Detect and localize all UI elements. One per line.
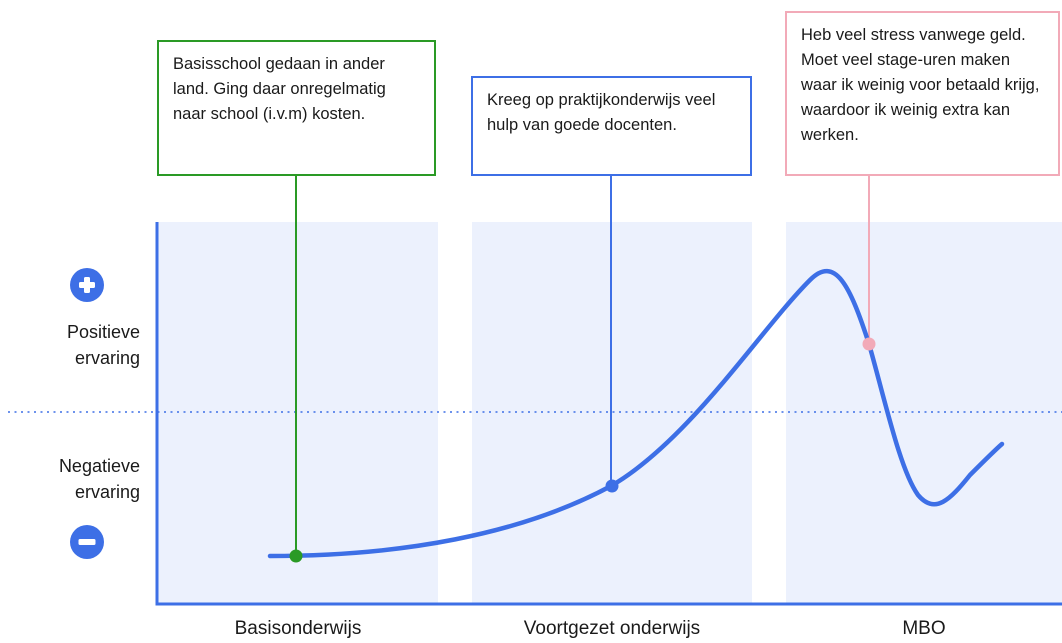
negative-experience-text: Negatieve ervaring	[58, 456, 140, 502]
callout-praktijkonderwijs: Kreeg op praktijkonderwijs veel hulp van…	[471, 76, 752, 176]
positive-experience-text: Positieve ervaring	[66, 322, 140, 368]
positive-experience-label: Positieve ervaring	[67, 319, 140, 371]
callout-stress-geld-text: Heb veel stress vanwege geld. Moet veel …	[801, 26, 1040, 144]
plus-circle-icon	[70, 268, 104, 302]
pink-event-marker	[862, 337, 876, 351]
blue-event-marker	[605, 479, 619, 493]
callout-basisschool-text: Basisschool gedaan in ander land. Ging d…	[173, 55, 386, 123]
callout-praktijkonderwijs-text: Kreeg op praktijkonderwijs veel hulp van…	[487, 91, 716, 134]
minus-circle-icon	[70, 525, 104, 559]
phase-label-voortgezet-onderwijs: Voortgezet onderwijs	[523, 618, 701, 639]
negative-experience-label: Negatieve ervaring	[59, 453, 140, 505]
green-event-marker	[289, 549, 303, 563]
phase-band-mbo	[786, 222, 1062, 605]
phase-label-mbo: MBO	[902, 618, 946, 639]
experience-curve	[267, 268, 1005, 559]
phase-band-basisonderwijs	[158, 222, 438, 605]
phase-label-basisonderwijs: Basisonderwijs	[234, 618, 362, 639]
callout-basisschool: Basisschool gedaan in ander land. Ging d…	[157, 40, 436, 176]
callout-stress-geld: Heb veel stress vanwege geld. Moet veel …	[785, 11, 1060, 176]
